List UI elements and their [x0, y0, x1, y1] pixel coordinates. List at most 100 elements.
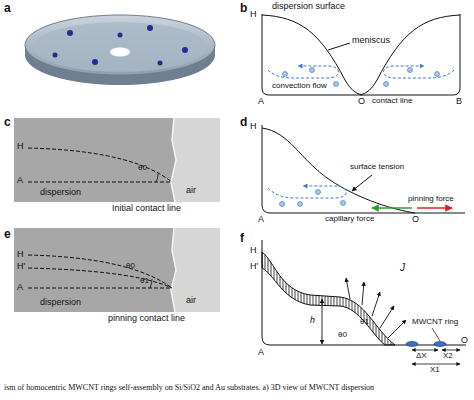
label: dispersion surface: [272, 2, 345, 12]
label: A: [17, 176, 23, 186]
container-d: [352, 175, 372, 191]
label: H: [17, 250, 24, 260]
petri-dish: [118, 33, 123, 38]
label: dispersion: [40, 298, 81, 308]
photo-c: [28, 182, 172, 183]
label: θ1: [360, 318, 369, 327]
label: ΔX: [416, 352, 427, 361]
label: H: [250, 10, 257, 20]
label: X2: [443, 352, 453, 361]
photo-c: [171, 118, 220, 202]
label: contact line: [372, 97, 412, 106]
label: θ1: [140, 277, 149, 286]
label: H': [250, 262, 258, 272]
photo-c: [28, 148, 172, 182]
particle: [334, 82, 339, 87]
container-f: [262, 240, 466, 345]
petri-dish: [67, 30, 73, 36]
particle: [435, 72, 440, 77]
particle: [310, 68, 315, 73]
label: J: [400, 262, 405, 273]
label: surface tension: [350, 163, 404, 172]
hatched-film: [262, 252, 395, 345]
photo-e: [28, 268, 172, 288]
label: O: [358, 97, 365, 107]
label: convection flow: [272, 82, 327, 91]
label: X1: [430, 366, 440, 375]
label: B: [456, 97, 462, 107]
evaporation-flux: [372, 292, 380, 316]
petri-dish: [110, 48, 130, 57]
photo-e: [14, 228, 220, 312]
label: capillary force: [325, 215, 374, 224]
label: θ0: [338, 331, 347, 340]
leader-line: [432, 328, 440, 341]
convection-flow: [268, 186, 346, 198]
caption: ism of homocentric MWCNT rings self-asse…: [4, 384, 374, 393]
label: H: [250, 122, 257, 132]
photo-e: [171, 228, 176, 312]
mwcnt-ring: [406, 342, 418, 347]
mwcnt-ring: [434, 342, 446, 347]
height-arrow: [322, 299, 323, 344]
container-b: [328, 43, 350, 50]
petri-dish: [147, 25, 153, 31]
container-d: [262, 128, 415, 213]
label: air: [186, 296, 196, 306]
panel-letter: b: [240, 2, 247, 15]
container-b: [262, 14, 460, 95]
dimension-arrow: [412, 350, 438, 351]
convection-flow: [268, 66, 339, 78]
petri-dish: [53, 53, 58, 58]
label: pinning force: [408, 195, 454, 204]
label: h: [310, 316, 315, 326]
label: MWCNT ring: [412, 318, 458, 327]
label: H: [17, 142, 24, 152]
panel-letter: f: [240, 232, 244, 245]
label: A: [17, 283, 23, 293]
label: pinning contact line: [108, 314, 185, 324]
petri-dish: [33, 22, 207, 72]
particle: [341, 201, 346, 206]
evaporation-flux: [346, 278, 406, 338]
photo-e: [171, 228, 220, 312]
label: θ0: [126, 262, 135, 271]
panel-letter: c: [4, 116, 11, 129]
photo-c: [14, 118, 220, 202]
panel-letter: d: [240, 116, 247, 129]
container-d: [262, 125, 465, 213]
particle: [384, 82, 389, 87]
photo-c: [14, 118, 220, 202]
evaporation-flux: [362, 282, 364, 305]
photo-e: [28, 255, 172, 288]
capillary-arrow: [372, 207, 412, 209]
petri-dish: [182, 47, 188, 53]
dimension-arrow: [412, 364, 460, 365]
label: H': [17, 262, 25, 272]
convection-flow: [384, 66, 455, 78]
mwcnt-ring: [406, 342, 446, 347]
petri-dish: [53, 25, 189, 66]
label: dispersion: [40, 188, 81, 198]
panel-letter: a: [4, 2, 11, 15]
label: A: [258, 215, 264, 225]
label: O: [461, 336, 468, 346]
dimension-arrow: [442, 350, 460, 351]
particle: [298, 202, 303, 207]
label: Initial contact line: [112, 204, 181, 214]
photo-c: [28, 148, 172, 182]
label: O: [412, 215, 419, 225]
photo-e: [150, 279, 152, 288]
particle: [280, 190, 346, 207]
label: A: [258, 348, 264, 358]
petri-dish: [25, 15, 215, 85]
convection-flow: [268, 66, 454, 78]
photo-e: [14, 228, 220, 312]
container-f: [262, 240, 466, 345]
petri-dish: [158, 61, 163, 66]
particle: [280, 202, 285, 207]
label: air: [186, 186, 196, 196]
photo-e: [28, 255, 172, 288]
container-b: [262, 14, 460, 95]
